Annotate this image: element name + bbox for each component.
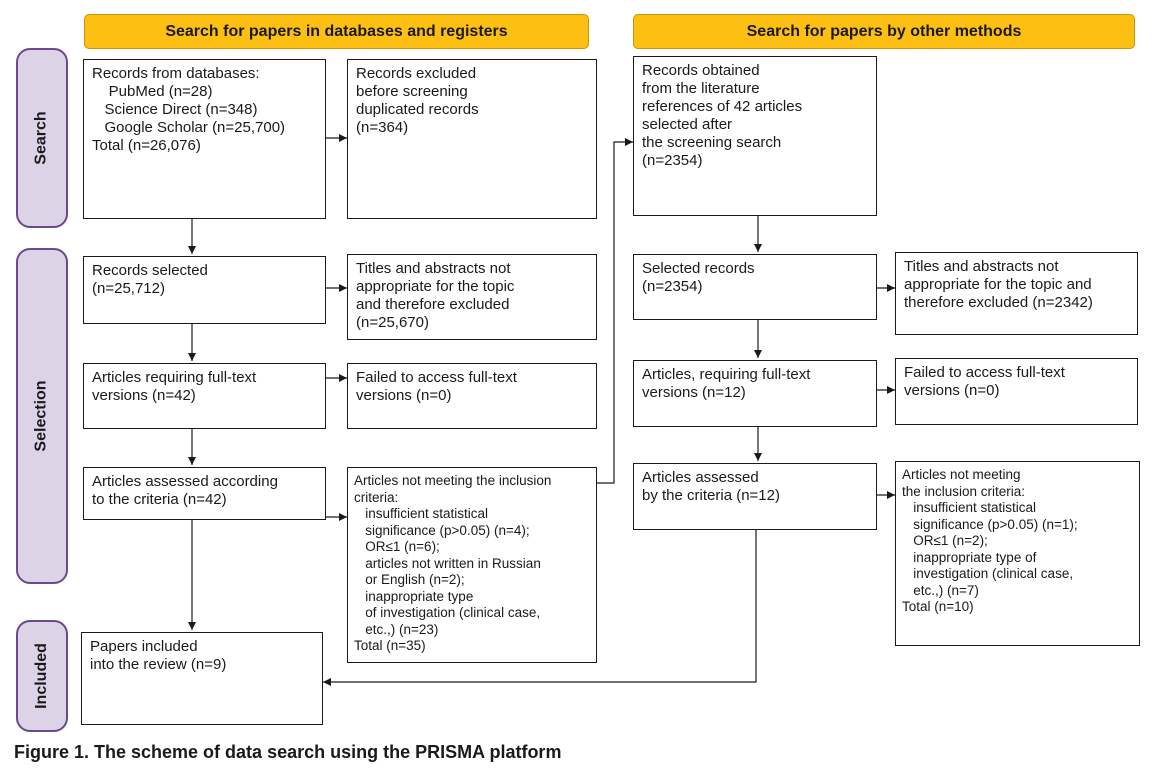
box-text-line: Science Direct (n=348) — [92, 101, 258, 118]
box-text-line: etc.,) (n=23) — [354, 621, 439, 637]
box-text-line: OR≤1 (n=6); — [354, 539, 440, 554]
header-other-methods: Search for papers by other methods — [633, 14, 1135, 49]
box-text-line: inappropriate type of — [902, 549, 1037, 565]
arrow-reference-lookup — [597, 138, 633, 484]
box-text-line: Google Scholar (n=25,700) — [92, 119, 286, 136]
box-text-line: versions (n=12) — [642, 384, 746, 401]
box-text-line: appropriate for the topic and — [904, 276, 1092, 293]
box-text-line: etc.,) (n=7) — [902, 582, 979, 598]
box-text-line: Titles and abstracts not — [904, 258, 1059, 275]
box-text-line: Articles not meeting — [902, 467, 1021, 482]
box-text-line: Articles, requiring full-text — [642, 366, 811, 383]
box-text-line: or English (n=2); — [354, 572, 465, 587]
box-text-line: insufficient statistical — [902, 500, 1037, 515]
box-text-line: versions (n=0) — [356, 387, 452, 404]
box-text-line: before screening — [356, 83, 468, 100]
box-text-line: Failed to access full-text — [904, 364, 1065, 381]
box-text-line: (n=364) — [356, 119, 409, 136]
box-text-line: (n=25,670) — [356, 314, 429, 331]
box-text-line: OR≤1 (n=2); — [902, 533, 988, 548]
box-text-line: the inclusion criteria: — [902, 483, 1026, 499]
box-text-line: Total (n=10) — [902, 599, 974, 614]
box-text-line: Total (n=35) — [354, 638, 426, 653]
box-selected-records-right: Selected records(n=2354) — [633, 254, 877, 320]
header-database-search: Search for papers in databases and regis… — [84, 14, 589, 49]
box-text-line: PubMed (n=28) — [92, 83, 213, 100]
box-text-line: to the criteria (n=42) — [92, 491, 227, 508]
box-text-line: significance (p>0.05) (n=4); — [354, 522, 530, 538]
box-text-line: of investigation (clinical case, — [354, 605, 541, 620]
box-text-line: (n=2354) — [642, 278, 703, 295]
box-text-line: versions (n=0) — [904, 382, 1000, 399]
box-text-line: Records excluded — [356, 65, 477, 82]
box-text-line: criteria: — [354, 489, 399, 505]
box-records-selected: Records selected(n=25,712) — [83, 256, 326, 324]
box-text-line: Records obtained — [642, 62, 760, 79]
box-text-line: insufficient statistical — [354, 506, 489, 521]
box-text-line: from the literature — [642, 80, 760, 97]
box-text-line: (n=2354) — [642, 152, 703, 169]
box-text-line: appropriate for the topic — [356, 278, 515, 295]
box-text-line: Records from databases: — [92, 65, 260, 82]
phase-search: Search — [16, 48, 68, 228]
box-text-line: the screening search — [642, 134, 782, 151]
box-text-line: Articles assessed — [642, 469, 759, 486]
box-text-line: versions (n=42) — [92, 387, 196, 404]
phase-included: Included — [16, 620, 68, 732]
box-text-line: Titles and abstracts not — [356, 260, 511, 277]
box-text-line: Articles requiring full-text — [92, 369, 257, 386]
box-text-line: Records selected — [92, 262, 208, 279]
box-text-line: (n=25,712) — [92, 280, 165, 297]
box-text-line: Articles assessed according — [92, 473, 278, 490]
arrow-right-to-included — [323, 530, 757, 686]
box-db-records: Records from databases: PubMed (n=28) Sc… — [83, 59, 326, 219]
box-text-line: selected after — [642, 116, 733, 133]
box-text-line: inappropriate type — [354, 588, 474, 604]
box-text-line: duplicated records — [356, 101, 479, 118]
box-text-line: Articles not meeting the inclusion — [354, 473, 552, 488]
box-text-line: by the criteria (n=12) — [642, 487, 780, 504]
box-text-line: into the review (n=9) — [90, 656, 227, 673]
box-text-line: significance (p>0.05) (n=1); — [902, 516, 1078, 532]
box-text-line: articles not written in Russian — [354, 555, 541, 571]
figure-caption: Figure 1. The scheme of data search usin… — [14, 742, 562, 762]
phase-selection: Selection — [16, 248, 68, 584]
box-text-line: references of 42 articles — [642, 98, 803, 115]
box-text-line: Papers included — [90, 638, 198, 655]
box-text-line: therefore excluded (n=2342) — [904, 294, 1093, 311]
box-text-line: Failed to access full-text — [356, 369, 517, 386]
box-text-line: Total (n=26,076) — [92, 137, 201, 154]
box-text-line: investigation (clinical case, — [902, 566, 1074, 581]
box-text-line: and therefore excluded — [356, 296, 510, 313]
box-text-line: Selected records — [642, 260, 755, 277]
